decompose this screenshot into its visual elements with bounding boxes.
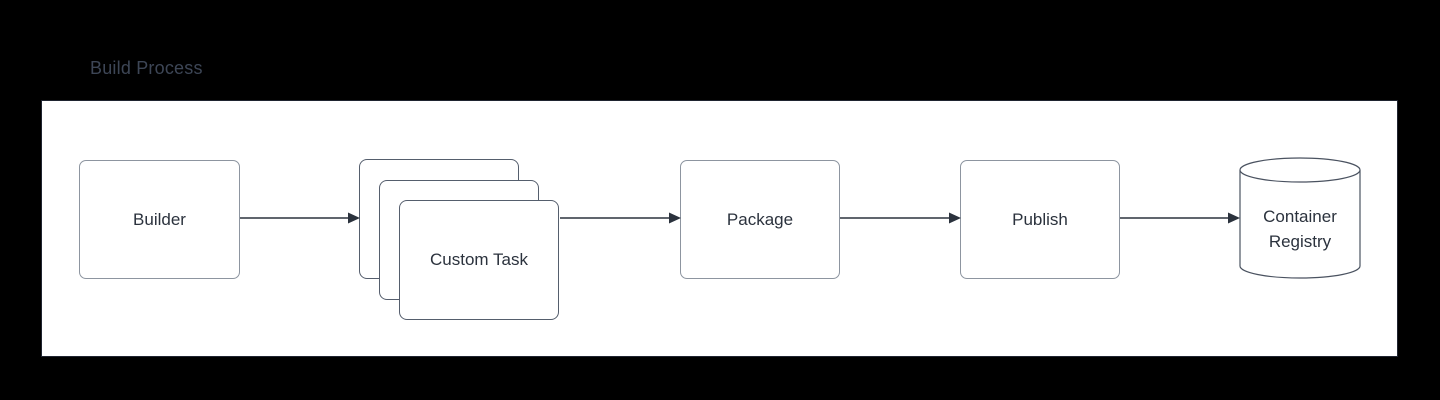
node-builder-label: Builder: [133, 209, 186, 229]
node-publish-label: Publish: [1012, 209, 1068, 229]
node-package-label: Package: [726, 209, 794, 229]
edge-customtask-package: [560, 211, 681, 225]
edge-package-publish: [840, 211, 961, 225]
node-publish[interactable]: Publish: [960, 160, 1120, 279]
custom-task-card-front-label: Custom Task: [430, 250, 528, 269]
custom-task-card-front[interactable]: Custom Task: [399, 200, 559, 320]
edge-builder-customtask: [240, 211, 360, 225]
node-builder[interactable]: Builder: [79, 160, 240, 279]
node-package[interactable]: Package: [680, 160, 840, 279]
cylinder-icon: [1239, 157, 1361, 279]
node-container-registry[interactable]: Container Registry: [1239, 157, 1361, 279]
edge-publish-registry: [1120, 211, 1240, 225]
group-title: Build Process: [90, 58, 203, 78]
node-custom-task[interactable]: Custom Task Custom Task Custom Task: [359, 159, 560, 320]
